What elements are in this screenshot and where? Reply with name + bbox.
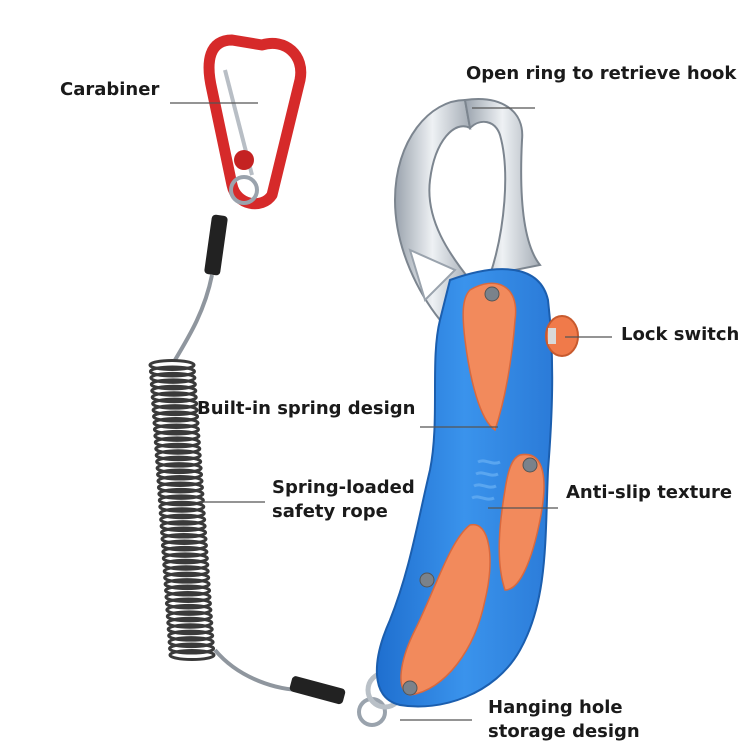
hanging-hole-label-line2: storage design	[488, 721, 640, 742]
coil-loop	[158, 507, 206, 520]
coil-loop	[167, 629, 215, 642]
coil-loop	[149, 371, 197, 384]
lock-switch-label: Lock switch	[621, 324, 740, 345]
coil-loop	[148, 365, 196, 378]
coil-loop	[161, 545, 209, 558]
coil-loop	[161, 552, 209, 565]
coil-loop	[160, 526, 208, 539]
coil-loop	[167, 636, 215, 649]
coil-loop	[164, 591, 212, 603]
coil-loop	[152, 417, 200, 429]
screw	[402, 680, 418, 696]
screw	[522, 457, 538, 473]
coil-loop	[165, 603, 213, 616]
coil-loop	[155, 455, 203, 468]
coil-loop	[151, 404, 199, 417]
coil-loop	[150, 384, 198, 397]
coil-loop	[153, 429, 201, 442]
coil-loop	[162, 558, 210, 571]
coil-loop	[152, 423, 200, 436]
coil-loop	[156, 468, 204, 481]
coil-loop	[159, 520, 207, 533]
coil-loop	[155, 462, 203, 475]
coil-loop	[165, 610, 213, 623]
coil-loop	[164, 597, 212, 610]
lock-switch-icon	[545, 315, 579, 357]
handle-body	[375, 268, 554, 708]
coil-loop	[164, 584, 212, 597]
screw	[484, 286, 500, 302]
coil-loop	[159, 513, 207, 526]
coil-loop	[163, 571, 211, 584]
anti-slip-ridges	[471, 459, 501, 501]
coil-loop	[156, 475, 204, 487]
anti-slip-label: Anti-slip texture	[566, 482, 733, 503]
spring-design-label: Built-in spring design	[197, 398, 416, 419]
wire-connector-top	[173, 214, 228, 362]
coil-loop	[156, 481, 204, 494]
screw	[419, 572, 435, 588]
carabiner-label: Carabiner	[60, 79, 160, 100]
carabiner-icon	[203, 34, 307, 210]
upper-grip-pad	[462, 282, 517, 432]
coil-loop	[158, 500, 206, 513]
coil-loop	[162, 565, 210, 578]
coil-loop	[166, 623, 214, 636]
callout-leaders	[170, 102, 612, 721]
steel-jaw-icon	[393, 98, 542, 322]
coil-loop	[149, 378, 197, 391]
coil-loop	[166, 616, 214, 629]
coil-loop	[154, 449, 202, 462]
coil-loop	[154, 442, 202, 455]
coil-loop	[150, 391, 198, 404]
coil-loop	[157, 487, 205, 500]
coiled-rope-icon	[148, 359, 216, 661]
coil-loop	[168, 642, 216, 655]
wire-connector-bottom	[213, 648, 405, 727]
coil-loop	[163, 578, 211, 591]
middle-grip-pad	[498, 453, 545, 591]
coil-loop	[151, 397, 199, 410]
hanging-hole-label-line1: Hanging hole	[488, 697, 623, 718]
coil-loop	[152, 410, 200, 423]
coil-loop	[157, 494, 205, 507]
coil-loop	[148, 359, 196, 371]
coil-loop	[153, 436, 201, 449]
safety-rope-label-line2: safety rope	[272, 501, 388, 522]
safety-rope-label-line1: Spring-loaded	[272, 477, 415, 498]
coil-loop	[160, 539, 208, 552]
coil-loop	[160, 533, 208, 545]
open-ring-label: Open ring to retrieve hook	[466, 63, 737, 84]
coil-loop	[168, 649, 216, 661]
